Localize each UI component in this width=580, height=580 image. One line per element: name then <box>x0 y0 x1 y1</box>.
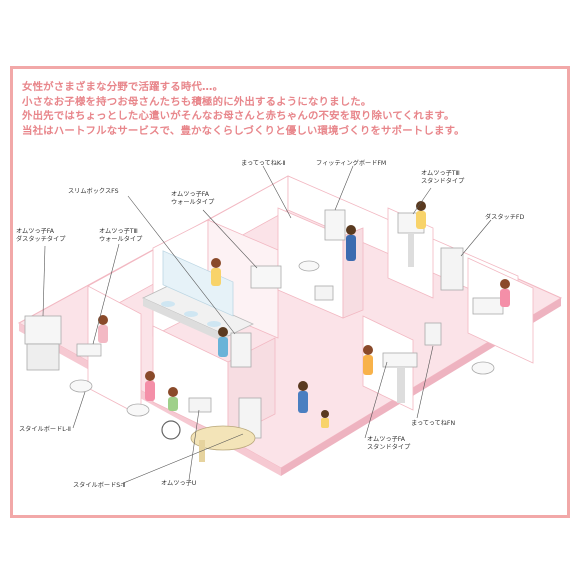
mother-figure <box>346 225 356 261</box>
label-style-board-s2: スタイルボードS-Ⅱ <box>73 482 126 489</box>
restroom-illustration: まってってねK-Ⅱ フィッティングボードFM オムツっ子TⅢ スタンドタイプ ス… <box>13 148 567 514</box>
changing-table-right <box>472 297 504 315</box>
mother-figure <box>500 279 510 307</box>
wash-counter-front <box>143 298 228 344</box>
sink <box>207 321 221 327</box>
intro-line: 小さなお子様を持つお母さんたちも積極的に外出するようになりました。 <box>22 95 372 108</box>
label-line: オムツっ子FA <box>16 228 54 235</box>
leader-line <box>42 245 46 317</box>
omutsu-t3-wall-unit <box>76 343 102 357</box>
omutsu-t3-stand-base <box>408 233 414 267</box>
toilet <box>69 379 93 393</box>
mother-figure <box>363 345 373 375</box>
slim-box-unit <box>230 332 252 368</box>
changing-table-left-base <box>26 343 60 371</box>
label-line: スタンドタイプ <box>367 444 411 451</box>
leader-line <box>334 165 354 211</box>
toilet <box>471 361 495 375</box>
label-omutsu-u: オムツっ子U <box>161 480 197 487</box>
mother-figure <box>218 327 228 357</box>
leader-line <box>416 345 434 419</box>
omutsu-fa-wall-unit <box>250 265 282 289</box>
omutsu-u-unit <box>188 397 212 413</box>
intro-line: 外出先ではちょっとした心遣いがそんなお母さんと赤ちゃんの不安を取り除いてくれます… <box>22 110 455 123</box>
mother-figure <box>98 315 108 343</box>
label-omutsu-t3-stand: オムツっ子TⅢ スタンドタイプ <box>421 170 464 186</box>
mirror <box>162 250 234 317</box>
label-mattetene-fn: まってってねFN <box>411 420 456 427</box>
leader-line <box>127 195 236 335</box>
label-mattetene-k2: まってってねK-Ⅱ <box>241 160 286 167</box>
label-line: オムツっ子TⅢ <box>99 228 138 235</box>
label-line: オムツっ子FA <box>171 191 209 198</box>
mother-figure <box>416 201 426 229</box>
mattetene-k2-unit <box>314 285 334 301</box>
sink <box>161 301 175 307</box>
toilet <box>298 260 320 272</box>
leader-line <box>202 209 258 269</box>
label-omutsu-fa-stand: オムツっ子FA スタンドタイプ <box>367 436 410 452</box>
omutsu-fa-stand-base <box>397 367 405 403</box>
mother-figure <box>211 258 221 286</box>
isometric-floor-plan <box>17 165 563 485</box>
wash-counter <box>142 285 254 337</box>
leader-line <box>412 187 432 215</box>
label-line: ウォールタイプ <box>99 236 143 243</box>
fitting-board-unit <box>324 209 346 241</box>
intro-text: 女性がさまざまな分野で活躍する時代…。 小さなお子様を持つお母さんたちも積極的に… <box>22 80 562 138</box>
sink <box>184 311 198 317</box>
label-slim-box: スリムボックスFS <box>68 188 119 195</box>
label-line: オムツっ子FA <box>367 436 405 443</box>
omutsu-fa-stand-unit <box>382 352 418 368</box>
leader-line <box>364 361 388 439</box>
leader-line <box>262 165 292 219</box>
mother-figure <box>298 381 308 413</box>
label-style-board-l2: スタイルボードL-Ⅱ <box>19 426 71 433</box>
label-omutsu-fa-dasutacchi: オムツっ子FA ダスタッチタイプ <box>16 228 66 244</box>
label-fitting-board: フィッティングボードFM <box>316 160 387 167</box>
leader-line <box>120 433 244 485</box>
toilet <box>126 403 150 417</box>
intro-line: 当社はハートフルなサービスで、豊かなくらしづくりと優しい環境づくりをサポートしま… <box>22 124 465 137</box>
label-line: オムツっ子TⅢ <box>421 170 460 177</box>
bench-table <box>190 425 256 451</box>
leader-line <box>72 391 86 429</box>
label-line: ダスタッチタイプ <box>16 236 66 243</box>
intro-line: 女性がさまざまな分野で活躍する時代…。 <box>22 81 224 93</box>
mattetene-fn-unit <box>424 322 442 346</box>
label-line: スタンドタイプ <box>421 178 465 185</box>
leader-line <box>460 219 492 257</box>
label-dasutacchi-fd: ダスタッチFD <box>485 214 525 221</box>
leader-line <box>92 243 120 345</box>
label-line: ウォールタイプ <box>171 199 215 206</box>
mother-figure <box>145 371 155 401</box>
changing-table-left <box>24 315 62 345</box>
dasutacchi-fd-unit <box>440 247 464 291</box>
label-omutsu-t3-wall: オムツっ子TⅢ ウォールタイプ <box>99 228 142 244</box>
child-figure <box>321 410 329 428</box>
wheelchair-figure <box>161 387 181 440</box>
label-omutsu-fa-wall: オムツっ子FA ウォールタイプ <box>171 191 214 207</box>
leader-line <box>188 409 200 481</box>
